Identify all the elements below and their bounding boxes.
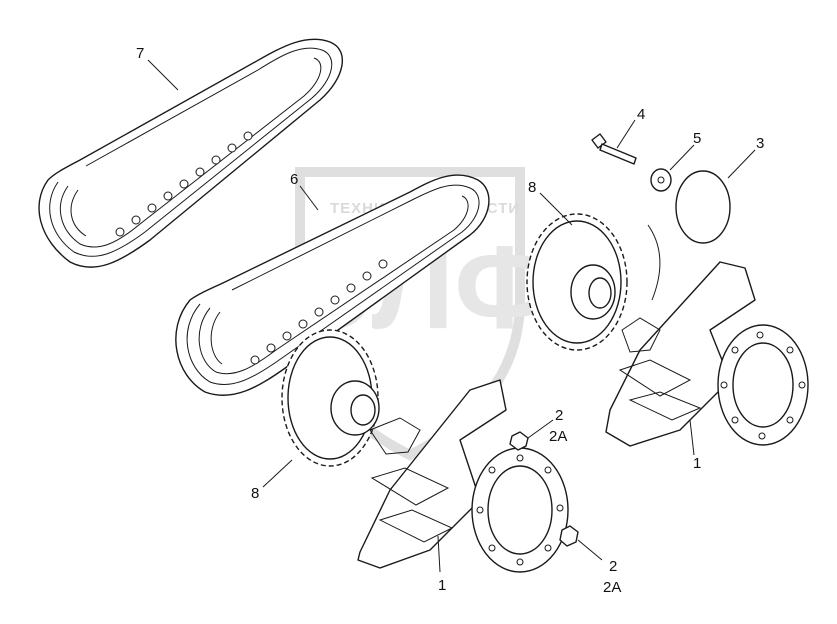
callout-hub-left: 1	[438, 577, 446, 594]
callout-nut-lower-alt: 2A	[603, 579, 621, 596]
callout-sprocket-upper: 8	[528, 179, 536, 196]
chain-upper	[38, 38, 344, 268]
washer	[650, 168, 672, 192]
sprocket-lower	[281, 329, 380, 467]
leader-lines	[147, 59, 756, 573]
callout-cover: 3	[756, 135, 764, 152]
sprocket-upper	[526, 213, 628, 351]
callout-washer: 5	[693, 130, 701, 147]
callout-nut-upper: 2	[555, 407, 563, 424]
callout-sprocket-lower: 8	[251, 485, 259, 502]
callout-nut-lower: 2	[609, 558, 617, 575]
callout-chain-upper: 7	[136, 45, 144, 62]
callout-hub-right: 1	[693, 455, 701, 472]
chain-upper-rollers	[115, 131, 253, 237]
callout-bolt: 4	[637, 106, 645, 123]
chain-lower-rollers	[250, 259, 388, 365]
callout-labels: 7 6 8 8 4 5 3 2 2A 2 2A 1 1	[136, 45, 764, 596]
hub-right	[605, 224, 809, 447]
bolt	[591, 133, 637, 165]
chain-lower	[175, 174, 490, 396]
callout-nut-upper-alt: 2A	[549, 428, 567, 445]
cover	[675, 170, 731, 244]
hub-left	[357, 379, 569, 573]
callout-chain-lower: 6	[290, 171, 298, 188]
nut-upper	[509, 431, 529, 451]
nut-lower	[559, 525, 579, 547]
